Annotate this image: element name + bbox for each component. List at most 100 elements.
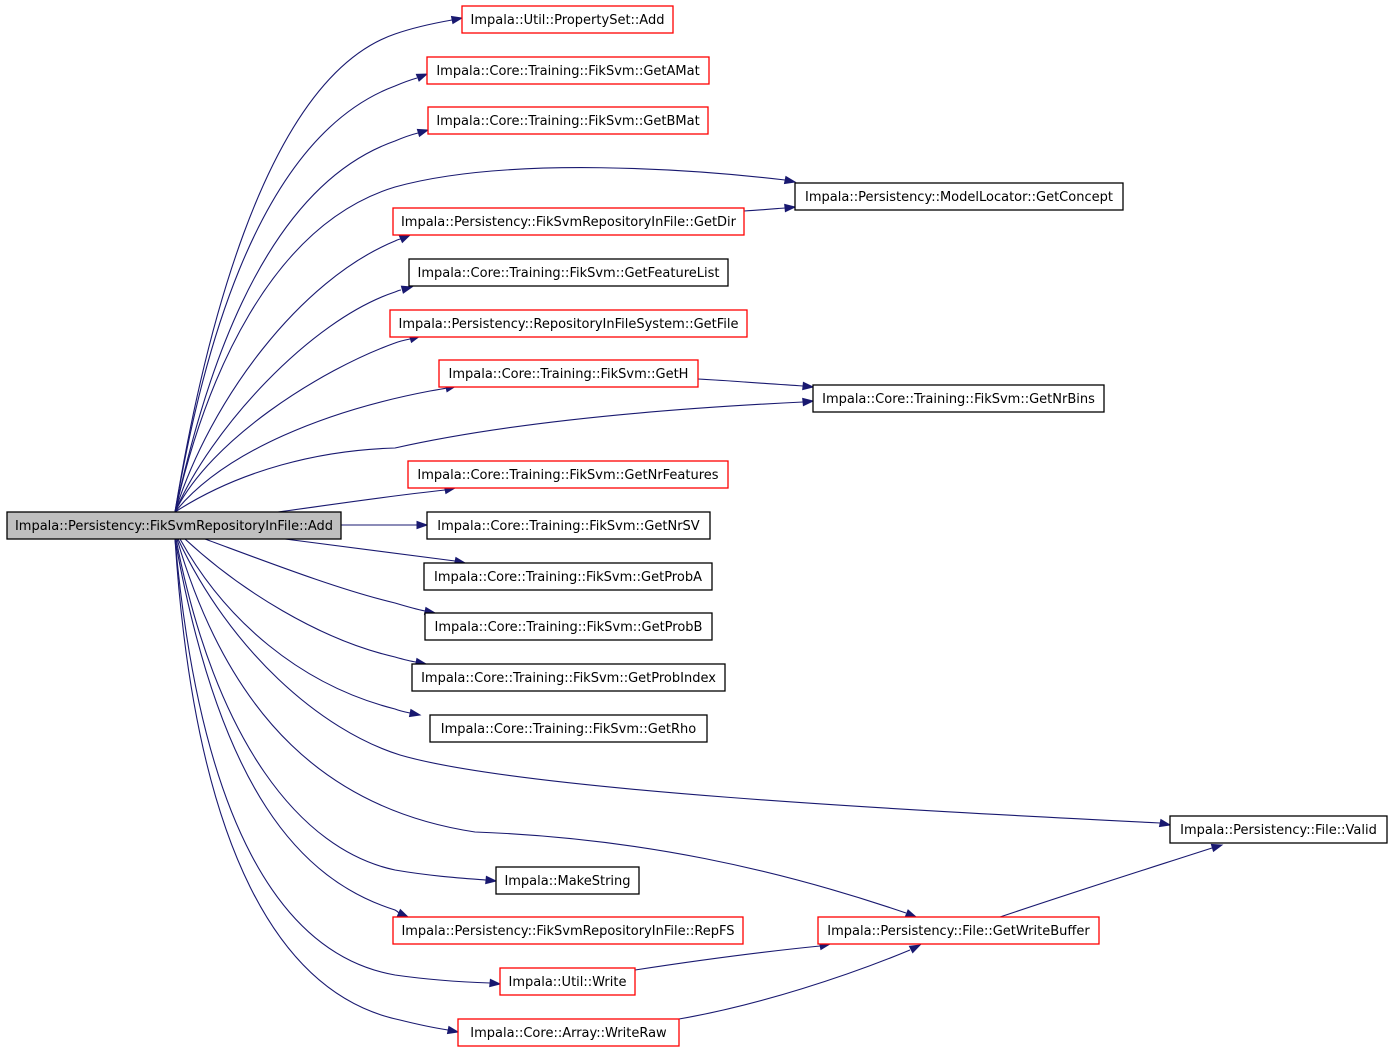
node-label: Impala::Persistency::ModelLocator::GetCo…: [805, 190, 1113, 205]
edge-line: [174, 167, 786, 513]
node-box[interactable]: [427, 106, 709, 135]
node-label: Impala::Core::Training::FikSvm::GetProbA: [434, 570, 702, 585]
node-box[interactable]: [438, 359, 699, 388]
edge-root-to-propertyset-add: [174, 15, 464, 513]
node-getrho[interactable]: Impala::Core::Training::FikSvm::GetRho: [429, 714, 708, 743]
node-box[interactable]: [426, 511, 711, 540]
arrowhead-icon: [802, 381, 815, 391]
edge-line: [634, 945, 821, 971]
node-getdir[interactable]: Impala::Persistency::FikSvmRepositoryInF…: [392, 207, 745, 236]
node-getconcept[interactable]: Impala::Persistency::ModelLocator::GetCo…: [794, 182, 1124, 211]
node-label: Impala::Core::Training::FikSvm::GetRho: [441, 722, 696, 737]
arrowhead-icon: [904, 909, 918, 918]
arrowhead-icon: [446, 1025, 460, 1035]
edge-root-to-getwritebuffer: [176, 538, 918, 918]
edge-line: [174, 538, 491, 984]
edge-root-to-getrho: [179, 538, 422, 718]
edge-util-write-to-getwritebuffer: [634, 941, 832, 971]
node-label: Impala::Core::Training::FikSvm::GetProbI…: [421, 671, 716, 686]
edge-getdir-to-getconcept: [743, 203, 797, 213]
arrowhead-icon: [415, 73, 429, 82]
edge-line: [743, 207, 786, 212]
edge-root-to-makestring: [175, 538, 498, 885]
edge-root-to-getdir: [174, 234, 412, 513]
node-label: Impala::Persistency::FikSvmRepositoryInF…: [401, 215, 737, 230]
node-box[interactable]: [461, 5, 674, 34]
node-label: Impala::Util::Write: [509, 975, 627, 990]
edge-line: [174, 387, 448, 513]
node-box[interactable]: [424, 612, 713, 641]
node-label: Impala::Core::Training::FikSvm::GetNrBin…: [822, 392, 1095, 407]
node-box[interactable]: [389, 309, 748, 338]
node-box[interactable]: [495, 866, 640, 895]
node-getfile[interactable]: Impala::Persistency::RepositoryInFileSys…: [389, 309, 748, 338]
edge-root-to-getfeaturelist: [174, 285, 414, 513]
edge-line: [277, 489, 446, 513]
edge-line: [176, 538, 907, 914]
node-root[interactable]: Impala::Persistency::FikSvmRepositoryInF…: [6, 511, 342, 540]
node-makestring[interactable]: Impala::MakeString: [495, 866, 640, 895]
node-box[interactable]: [392, 207, 745, 236]
node-box[interactable]: [457, 1018, 680, 1047]
node-writeraw[interactable]: Impala::Core::Array::WriteRaw: [457, 1018, 680, 1047]
node-label: Impala::Persistency::File::Valid: [1180, 823, 1377, 838]
node-box[interactable]: [423, 562, 713, 591]
call-edges: [174, 15, 1224, 1035]
arrowhead-icon: [416, 128, 430, 138]
arrowhead-icon: [784, 203, 797, 213]
node-box[interactable]: [426, 56, 710, 85]
node-getprobb[interactable]: Impala::Core::Training::FikSvm::GetProbB: [424, 612, 713, 641]
node-label: Impala::Core::Training::FikSvm::GetAMat: [436, 64, 699, 79]
node-label: Impala::Persistency::FikSvmRepositoryInF…: [15, 519, 333, 534]
edge-line: [678, 949, 911, 1020]
node-label: Impala::Core::Training::FikSvm::GetNrFea…: [417, 468, 718, 483]
edge-root-to-getnrbins: [174, 397, 815, 513]
node-getnrsv[interactable]: Impala::Core::Training::FikSvm::GetNrSV: [426, 511, 711, 540]
edge-geth-to-getnrbins: [697, 378, 815, 391]
edge-line: [175, 538, 487, 881]
edge-root-to-getamat: [174, 73, 429, 513]
arrowhead-icon: [485, 875, 498, 885]
edge-line: [174, 77, 418, 513]
node-label: Impala::Core::Training::FikSvm::GetProbB: [435, 620, 703, 635]
node-file-valid[interactable]: Impala::Persistency::File::Valid: [1169, 815, 1388, 844]
arrowhead-icon: [783, 175, 797, 185]
edge-root-to-util-write: [174, 538, 502, 988]
node-box[interactable]: [407, 460, 729, 489]
node-getproba[interactable]: Impala::Core::Training::FikSvm::GetProbA: [423, 562, 713, 591]
arrowhead-icon: [400, 285, 414, 294]
node-getnrbins[interactable]: Impala::Core::Training::FikSvm::GetNrBin…: [812, 384, 1105, 413]
node-box[interactable]: [817, 916, 1100, 945]
node-box[interactable]: [1169, 815, 1388, 844]
node-util-write[interactable]: Impala::Util::Write: [499, 967, 636, 996]
edge-writeraw-to-getwritebuffer: [678, 944, 922, 1020]
edge-line: [174, 289, 402, 513]
node-box[interactable]: [794, 182, 1124, 211]
node-propertyset-add[interactable]: Impala::Util::PropertySet::Add: [461, 5, 674, 34]
node-getbmat[interactable]: Impala::Core::Training::FikSvm::GetBMat: [427, 106, 709, 135]
edge-root-to-getprobb: [204, 538, 437, 616]
node-box[interactable]: [408, 258, 729, 287]
node-repfs[interactable]: Impala::Persistency::FikSvmRepositoryInF…: [392, 916, 744, 945]
arrowhead-icon: [398, 234, 412, 244]
node-getprobindex[interactable]: Impala::Core::Training::FikSvm::GetProbI…: [411, 663, 726, 692]
node-box[interactable]: [499, 967, 636, 996]
edge-line: [174, 538, 400, 914]
node-getwritebuffer[interactable]: Impala::Persistency::File::GetWriteBuffe…: [817, 916, 1100, 945]
node-label: Impala::Core::Training::FikSvm::GetBMat: [436, 114, 699, 129]
node-getfeaturelist[interactable]: Impala::Core::Training::FikSvm::GetFeatu…: [408, 258, 729, 287]
node-box[interactable]: [392, 916, 744, 945]
node-getamat[interactable]: Impala::Core::Training::FikSvm::GetAMat: [426, 56, 710, 85]
arrowhead-icon: [802, 397, 815, 407]
edge-line: [697, 378, 804, 387]
arrowhead-icon: [450, 15, 464, 25]
node-box[interactable]: [411, 663, 726, 692]
node-geth[interactable]: Impala::Core::Training::FikSvm::GetH: [438, 359, 699, 388]
node-box[interactable]: [429, 714, 708, 743]
node-box[interactable]: [6, 511, 342, 540]
node-label: Impala::Persistency::FikSvmRepositoryInF…: [401, 924, 734, 939]
node-getnrfeatures[interactable]: Impala::Core::Training::FikSvm::GetNrFea…: [407, 460, 729, 489]
node-box[interactable]: [812, 384, 1105, 413]
arrowhead-icon: [396, 908, 410, 918]
